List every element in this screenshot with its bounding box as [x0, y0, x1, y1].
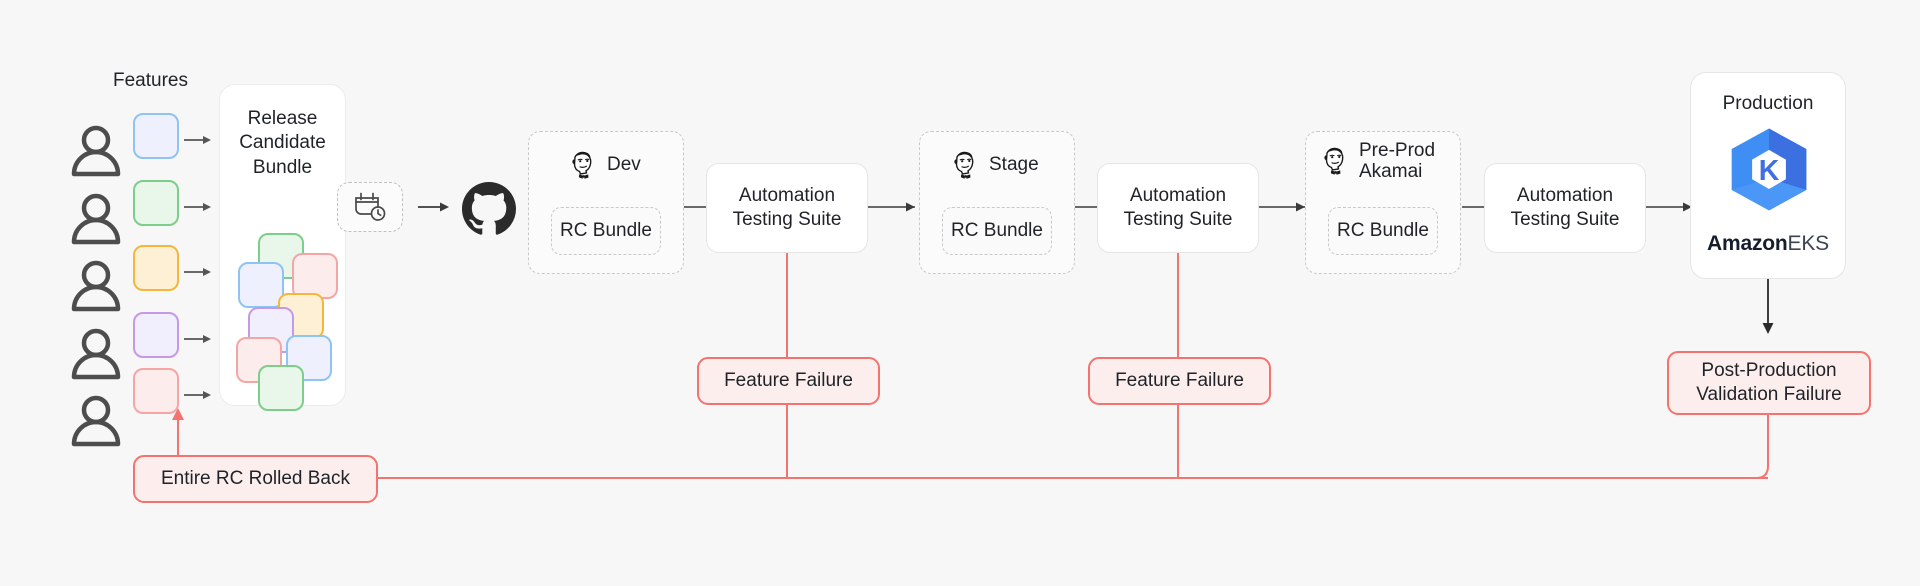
stage-stage-label: Stage [989, 154, 1039, 176]
features-label: Features [113, 70, 188, 91]
post-production-validation-failure[interactable]: Post-Production Validation Failure [1667, 351, 1871, 415]
feature-arrow-icon [184, 391, 211, 399]
github-icon [462, 182, 516, 235]
entire-rc-rolled-back[interactable]: Entire RC Rolled Back [133, 455, 378, 503]
stage-preprod-akamai-header: Pre-Prod Akamai [1318, 140, 1435, 183]
test-suite-after-dev[interactable]: Automation Testing Suite [706, 163, 868, 253]
stage-dev-header: Dev [566, 148, 641, 182]
feature-arrow-icon [184, 335, 211, 343]
jenkins-icon [1324, 147, 1344, 176]
scheduler-to-github-arrow [418, 199, 452, 220]
test-suite-after-preprod[interactable]: Automation Testing Suite [1484, 163, 1646, 253]
feature-card-green[interactable] [133, 180, 179, 226]
svg-text:K: K [1759, 155, 1780, 187]
production-environment[interactable]: Production K AmazonEKS [1690, 72, 1846, 279]
amazon-eks-wordmark: AmazonEKS [1691, 232, 1845, 256]
feature-card-purple[interactable] [133, 312, 179, 358]
jenkins-icon [572, 151, 592, 179]
stage-preprod-akamai-label: Pre-Prod Akamai [1359, 140, 1436, 183]
stage-stage-artifact[interactable]: RC Bundle [942, 207, 1052, 255]
kubernetes-icon: K [1731, 128, 1807, 211]
amazon-eks-wordmark-bold: Amazon [1707, 232, 1788, 255]
feature-arrow-icon [184, 203, 211, 211]
production-title: Production [1722, 93, 1814, 114]
feature-card-orange[interactable] [133, 245, 179, 291]
stage-dev-label: Dev [607, 154, 641, 176]
test-suite-after-stage[interactable]: Automation Testing Suite [1097, 163, 1259, 253]
amazon-eks-wordmark-light: EKS [1787, 232, 1830, 255]
stage-stage-header: Stage [948, 148, 1039, 182]
release-candidate-bundle[interactable]: Release Candidate Bundle [219, 84, 346, 411]
github-repository[interactable] [462, 182, 516, 236]
bundle-scatter-card-8 [258, 365, 304, 411]
release-candidate-bundle-title: Release Candidate Bundle [239, 108, 326, 178]
feature-failure-2[interactable]: Feature Failure [1088, 357, 1271, 405]
stage-preprod-akamai-artifact[interactable]: RC Bundle [1328, 207, 1438, 255]
jenkins-icon [954, 151, 974, 179]
feature-failure-1[interactable]: Feature Failure [697, 357, 880, 405]
feature-arrow-icon [184, 136, 211, 144]
feature-arrow-icon [184, 268, 211, 276]
scheduler-trigger[interactable] [337, 182, 403, 232]
feature-card-blue[interactable] [133, 113, 179, 159]
calendar-clock-icon [355, 192, 386, 221]
feature-card-pink[interactable] [133, 368, 179, 414]
stage-dev-artifact[interactable]: RC Bundle [551, 207, 661, 255]
bundle-scatter-card-2 [292, 253, 338, 299]
